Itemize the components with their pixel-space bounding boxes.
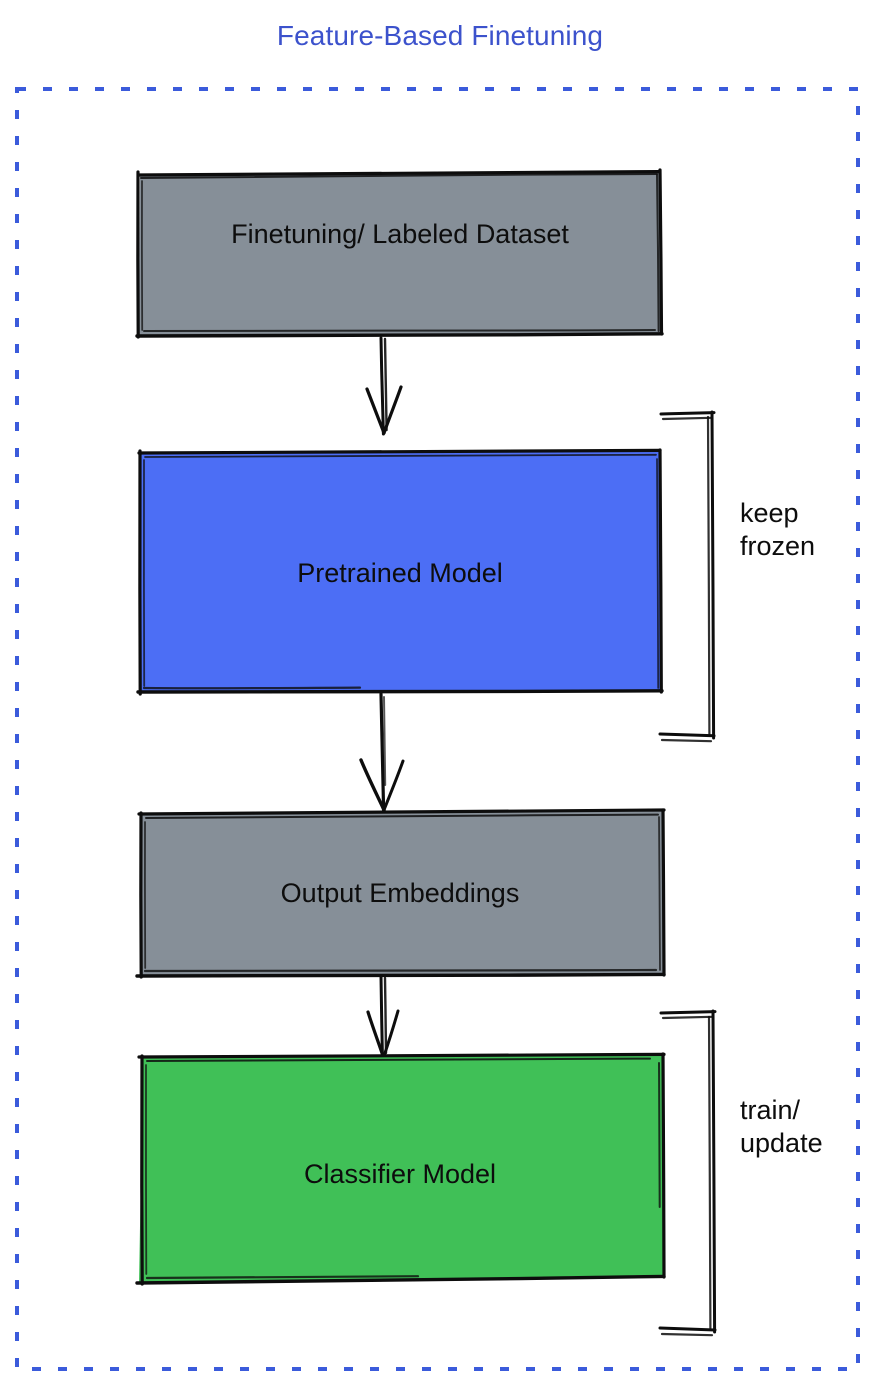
- diagram-frame: [15, 87, 860, 1371]
- node-pretrained-model-label: Pretrained Model: [297, 558, 503, 588]
- node-dataset[interactable]: [135, 168, 664, 339]
- node-output-embeddings[interactable]: [135, 808, 666, 979]
- bracket-keep-frozen: [658, 410, 716, 743]
- bracket-keep-frozen-label: keep frozen: [740, 498, 816, 561]
- arrow-pretrained-to-embeddings: [359, 692, 405, 812]
- node-output-embeddings-label: Output Embeddings: [280, 878, 520, 908]
- node-pretrained-model[interactable]: [136, 448, 664, 696]
- node-classifier-model[interactable]: [135, 1052, 666, 1286]
- arrow-dataset-to-pretrained: [365, 336, 403, 436]
- arrow-embeddings-to-classifier: [366, 975, 400, 1058]
- bracket-train-update-label: train/ update: [740, 1095, 823, 1158]
- node-classifier-model-label: Classifier Model: [303, 1159, 497, 1189]
- node-dataset-label: Finetuning/ Labeled Dataset: [231, 219, 569, 249]
- bracket-train-update: [658, 1009, 717, 1337]
- page-title: Feature-Based Finetuning: [276, 20, 604, 51]
